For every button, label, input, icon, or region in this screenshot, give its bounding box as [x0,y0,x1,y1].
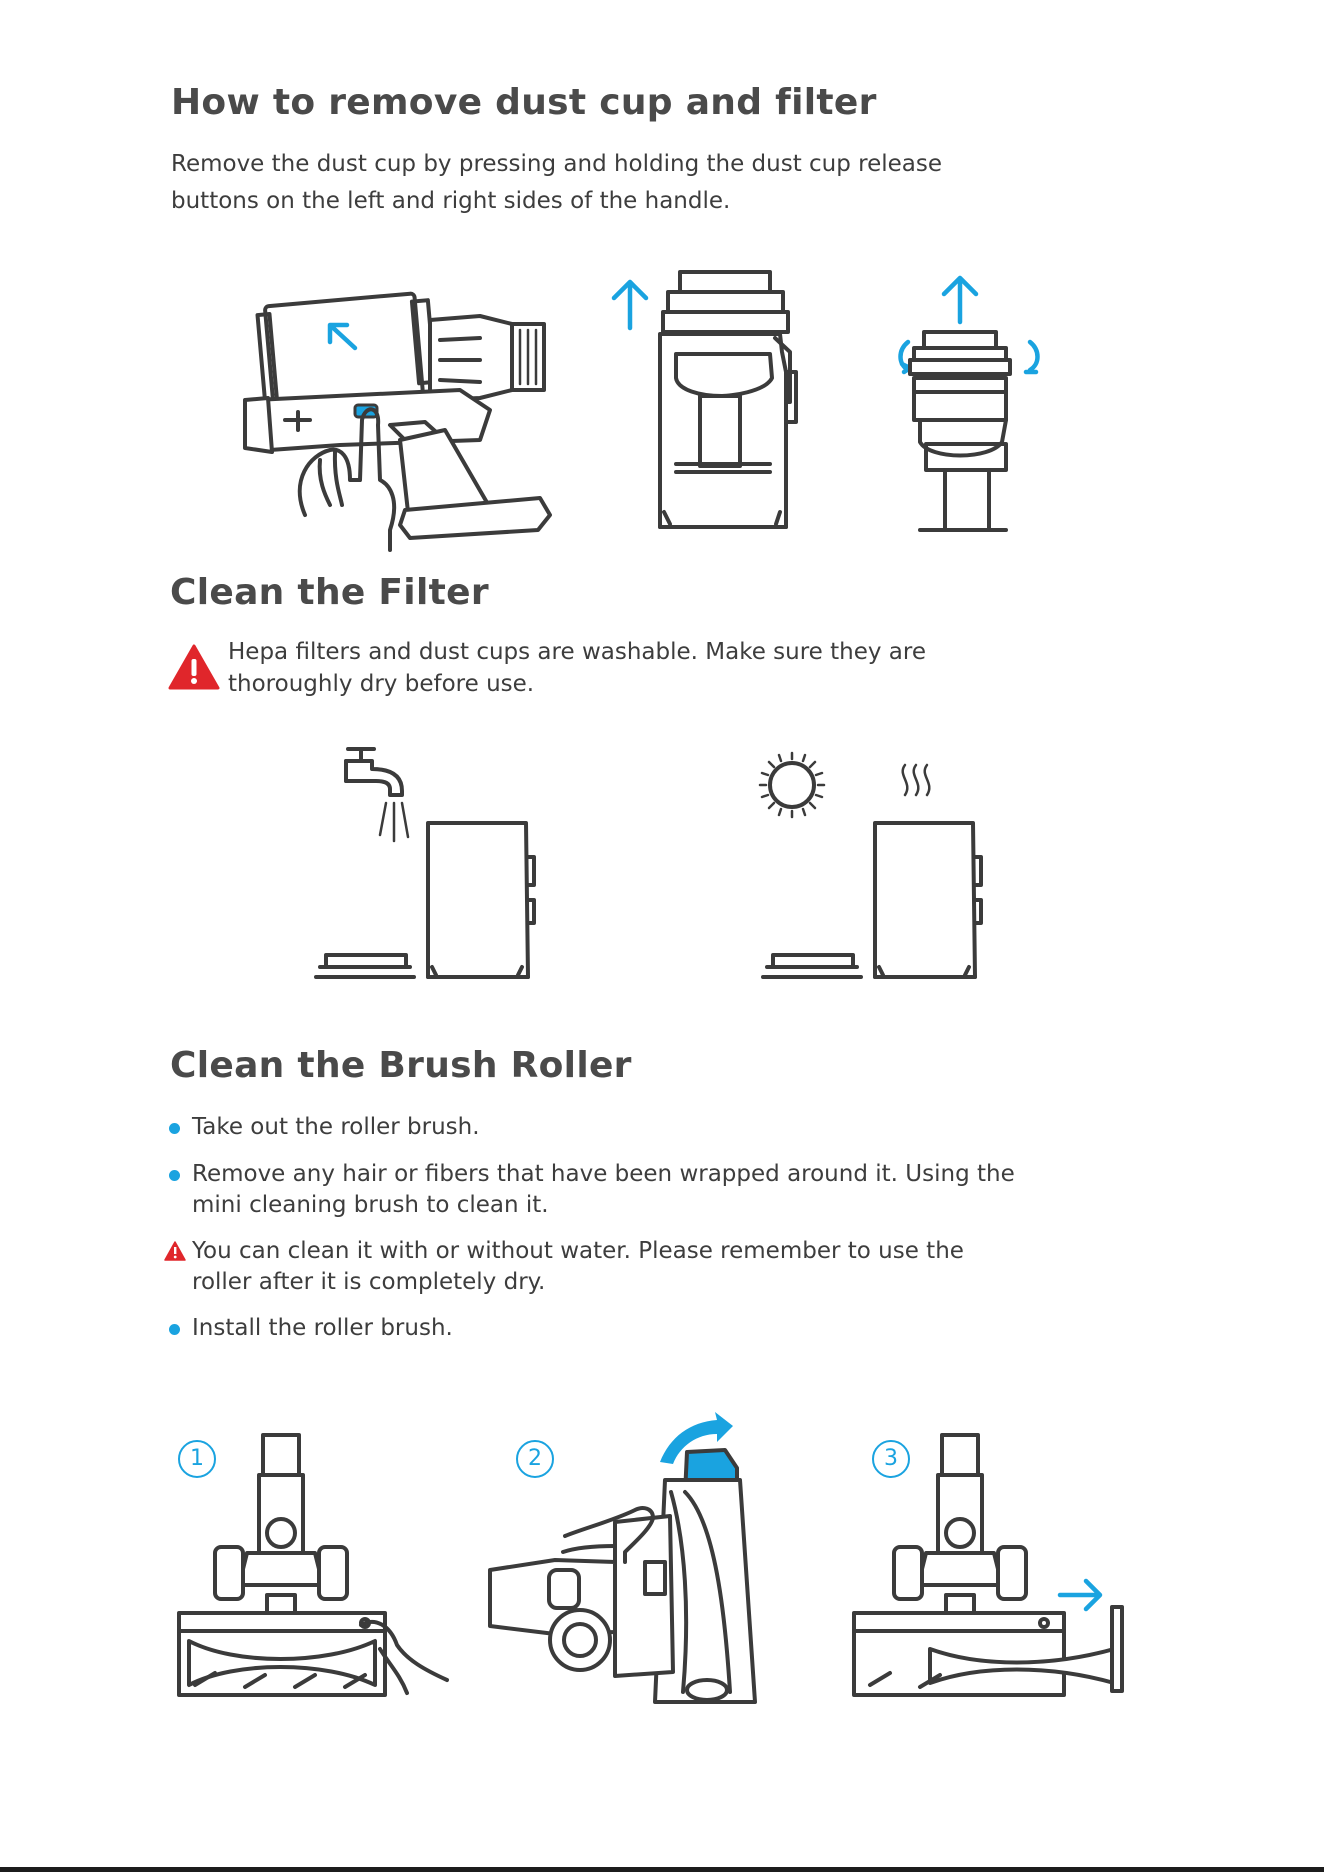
vacuum-handheld-illustration [243,291,552,552]
section-title-clean-brush-roller: Clean the Brush Roller [170,1045,632,1086]
step-number-2: 2 [516,1440,554,1478]
intro-line-1: Remove the dust cup by pressing and hold… [171,151,943,177]
section-title-clean-filter: Clean the Filter [170,572,489,613]
section-title-remove-dust-cup: How to remove dust cup and filter [171,82,877,123]
warning-triangle-icon [164,1241,186,1261]
item-2-line-1: Remove any hair or fibers that have been… [192,1161,1015,1187]
item-3-line-1: You can clean it with or without water. … [192,1238,964,1264]
filter-warning-text: Hepa filters and dust cups are washable.… [228,636,1128,700]
warning-line-2: thoroughly dry before use. [228,671,535,697]
dust-cup-lift-illustration [611,270,798,529]
item-2-line-2: mini cleaning brush to clean it. [192,1192,549,1218]
section-intro: Remove the dust cup by pressing and hold… [171,146,1171,220]
item-3-line-2: roller after it is completely dry. [192,1269,546,1295]
faucet-icon [344,747,410,843]
item-1-line-1: Take out the roller brush. [192,1114,480,1140]
warning-triangle-icon [168,644,220,690]
blue-dot-icon [169,1123,180,1134]
blue-dot-icon [169,1170,180,1181]
step-number-3: 3 [872,1440,910,1478]
floor-head-release-illustration [177,1433,449,1697]
roller-cover-open-illustration [488,1412,757,1704]
roller-slide-out-illustration [852,1433,1124,1697]
intro-line-2: buttons on the left and right sides of t… [171,188,731,214]
steam-icon [901,763,931,797]
step-number-1: 1 [178,1440,216,1478]
warning-line-1: Hepa filters and dust cups are washable.… [228,639,926,665]
item-4-line-1: Install the roller brush. [192,1315,453,1341]
blue-dot-icon [169,1324,180,1335]
dry-filter-illustration [758,751,983,979]
sun-icon [758,751,826,819]
page-bottom-rule [0,1867,1324,1872]
filter-twist-illustration [898,275,1040,532]
wash-filter-illustration [314,747,536,979]
